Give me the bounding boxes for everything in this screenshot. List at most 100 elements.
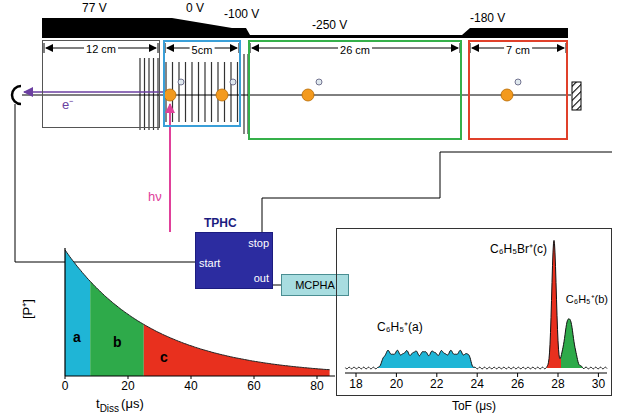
molecule-atom xyxy=(316,79,322,85)
label: 28 xyxy=(551,378,564,391)
axis-tick xyxy=(128,376,129,379)
label: 77 V xyxy=(82,2,107,15)
label: -180 V xyxy=(470,12,505,25)
label: 0 V xyxy=(186,2,204,15)
label: b xyxy=(113,335,122,350)
label: c xyxy=(160,350,168,365)
node-text: C₆H₅⁺(b) xyxy=(566,293,608,305)
electrode-plate xyxy=(144,58,145,130)
label: 18 xyxy=(349,378,362,391)
axis-tick xyxy=(254,376,255,379)
peak-fill xyxy=(561,319,586,369)
ion-path xyxy=(22,95,571,96)
axis-tick xyxy=(517,373,518,377)
label: 30 xyxy=(592,378,605,391)
label: a xyxy=(73,330,81,345)
connector xyxy=(273,285,281,286)
label: -100 V xyxy=(224,8,259,21)
decay-plot xyxy=(65,248,335,379)
axis-tick xyxy=(191,376,192,379)
molecule-atom xyxy=(178,79,184,85)
tphc-box: TPHCstartstopout xyxy=(195,232,273,289)
node-text: 7 cm xyxy=(504,44,532,56)
y-axis xyxy=(64,248,65,376)
axis-tick xyxy=(477,373,478,377)
electrode-plate xyxy=(230,62,231,122)
drift-region-box: 26 cm xyxy=(248,40,462,140)
electron-arrow xyxy=(24,91,165,93)
electrode-plate xyxy=(243,54,244,134)
node-text: 26 cm xyxy=(338,44,372,56)
label: 22 xyxy=(430,378,443,391)
label: 20 xyxy=(390,378,403,391)
spectrum-panel: C₆H₅⁺(a)C₆H₅Br⁺(c)C₆H₅⁺(b)ToF (μs) xyxy=(336,228,612,396)
node-text: 5cm xyxy=(190,44,215,56)
electrode-plate xyxy=(139,58,140,130)
electrode-plate xyxy=(198,62,199,122)
node-text: TPHC xyxy=(204,217,237,230)
electrode-plates xyxy=(140,54,248,134)
molecule-body xyxy=(501,89,513,101)
electrode-plate xyxy=(178,62,179,122)
acceleration-region-box: 5cm xyxy=(163,40,241,127)
electrode-plate xyxy=(204,62,205,122)
molecule-body xyxy=(164,89,176,101)
axis-tick xyxy=(356,373,357,377)
node-text: 12 cm xyxy=(84,43,118,55)
drift-region-box: 12 cm xyxy=(42,40,160,128)
mcpha-box: MCPHA xyxy=(281,274,349,296)
node-text: out xyxy=(254,272,269,284)
tof-spectrum-trace xyxy=(345,240,607,377)
molecule-body xyxy=(302,89,314,101)
molecule-atom xyxy=(230,79,236,85)
electrode-plate xyxy=(211,62,212,122)
spectrum-line xyxy=(345,240,607,368)
label: -250 V xyxy=(312,19,347,32)
electrode-plate xyxy=(153,58,154,130)
electrode-plate xyxy=(237,62,238,122)
photon-arrow xyxy=(169,104,171,232)
axis-tick xyxy=(317,376,318,379)
dimension-lines xyxy=(44,43,566,53)
node-text: ToF (μs) xyxy=(452,400,496,413)
label: hν xyxy=(148,190,162,204)
decay-region xyxy=(65,250,90,376)
node-text: start xyxy=(199,257,220,269)
label: 80 xyxy=(310,380,323,393)
decay-region xyxy=(90,281,144,376)
electrode-plate xyxy=(148,58,149,130)
label: 20 xyxy=(121,380,134,393)
label: 26 xyxy=(511,378,524,391)
label: 60 xyxy=(247,380,260,393)
electron-detector xyxy=(12,86,21,104)
electrode-plate xyxy=(185,62,186,122)
node-text: stop xyxy=(248,237,269,249)
label: t xyxy=(96,397,100,411)
node-text: MCPHA xyxy=(295,279,335,291)
label: e⁻ xyxy=(62,98,73,112)
label: Diss xyxy=(100,403,119,414)
ion-detector xyxy=(572,82,581,110)
molecule-atom xyxy=(515,79,521,85)
label: [P⁺] xyxy=(21,299,35,319)
electrode-plate xyxy=(157,58,158,130)
label: 24 xyxy=(471,378,484,391)
axis-tick xyxy=(558,373,559,377)
axis-tick xyxy=(65,376,66,379)
x-axis xyxy=(65,375,335,376)
x-axis xyxy=(345,373,607,374)
label: 40 xyxy=(184,380,197,393)
axis-tick xyxy=(396,373,397,377)
node-text: C₆H₅Br⁺(c) xyxy=(490,243,547,256)
axis-tick xyxy=(436,373,437,377)
reflect-region-box: 7 cm xyxy=(468,40,568,140)
electrode-plate xyxy=(191,62,192,122)
molecule-body xyxy=(216,89,228,101)
label: (μs) xyxy=(121,397,144,411)
node-text: C₆H₅⁺(a) xyxy=(377,321,423,334)
label: 0 xyxy=(62,380,69,393)
